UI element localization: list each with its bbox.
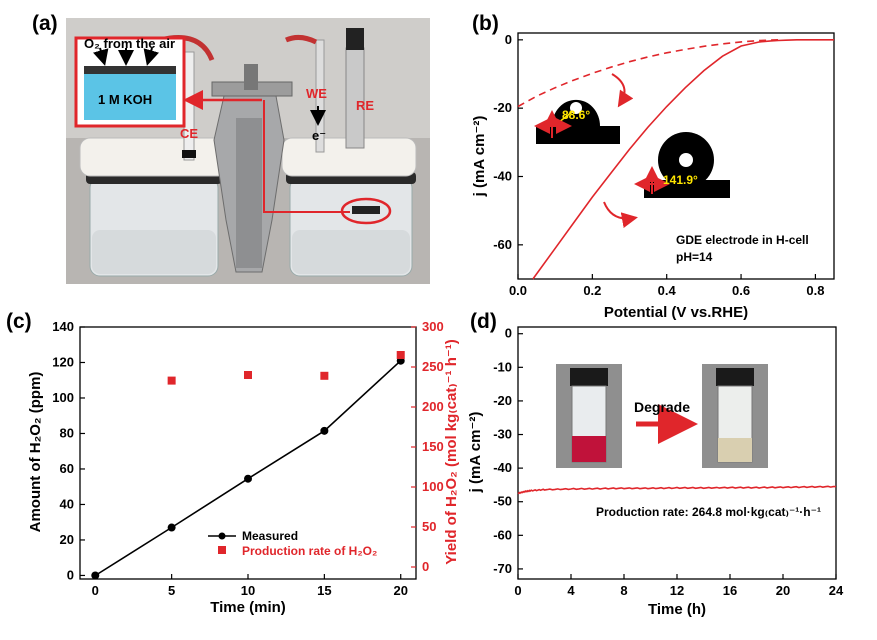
chart-b-series-dashed [517, 39, 779, 108]
vial-inset: Degrade [556, 364, 768, 468]
chart-b-frame [517, 32, 835, 280]
chart-b-series-solid [532, 39, 834, 280]
clamp [211, 64, 293, 273]
y-tick-label: 0 [67, 567, 74, 582]
y-right-tick-label: 50 [422, 519, 436, 534]
data-point-production-rate [167, 376, 176, 385]
annotation-production-rate: Production rate: 264.8 mol·kg₍cat₎⁻¹·h⁻¹ [596, 505, 821, 519]
x-tick-label: 0.0 [509, 283, 527, 298]
label-we: WE [306, 86, 327, 101]
curved-arrow-2 [603, 201, 638, 229]
electrolyte-label: 1 M KOH [98, 92, 152, 107]
annotation-ph: pH=14 [676, 250, 713, 264]
data-point-measured [167, 523, 176, 532]
legend-label-measured: Measured [242, 529, 298, 543]
y-tick-label: 40 [60, 496, 74, 511]
legend-marker-production [218, 546, 226, 554]
chart-d-xlabel: Time (h) [648, 601, 706, 618]
chart-d: 0 4 8 12 16 20 24 0 -10 -20 -30 -40 -50 -60 -70 Degrad… [467, 326, 844, 618]
chart-d-ylabel: j (mA cm⁻²) [467, 412, 484, 494]
panel-label-a: (a) [32, 12, 58, 35]
x-tick-label: 0.4 [658, 283, 677, 298]
y-tick-label: -60 [493, 237, 512, 252]
chart-c-legend: Measured Production rate of H₂O₂ [208, 529, 377, 558]
data-point-measured [91, 571, 100, 580]
y-right-tick-label: 200 [422, 399, 444, 414]
droplet-inset-1: 88.6° [534, 99, 620, 144]
o2-label: O₂ from the air [84, 36, 175, 51]
chart-d-series [517, 485, 836, 495]
x-tick-label: 10 [241, 583, 255, 598]
legend-label-production: Production rate of H₂O₂ [242, 544, 377, 558]
y-tick-label: -40 [493, 169, 512, 184]
y-tick-label: -30 [493, 427, 512, 442]
y-right-tick-label: 0 [422, 559, 429, 574]
curved-arrow-1 [611, 73, 634, 108]
gde-highlight-ellipse [340, 197, 392, 225]
y-tick-label: 20 [60, 532, 74, 547]
y-tick-label: 0 [505, 326, 512, 341]
y-right-tick-label: 250 [422, 359, 444, 374]
x-tick-label: 20 [776, 583, 790, 598]
data-point-measured [244, 474, 252, 483]
x-tick-label: 8 [620, 583, 627, 598]
contact-angle-2: 141.9° [663, 173, 698, 187]
data-point-measured [320, 426, 329, 435]
x-tick-label: 4 [567, 583, 575, 598]
y-tick-label: 0 [505, 32, 512, 47]
chart-c-ylabel-left: Amount of H₂O₂ (ppm) [27, 372, 44, 533]
y-tick-label: 120 [52, 354, 74, 369]
degrade-label: Degrade [634, 399, 690, 415]
y-tick-label: -70 [493, 561, 512, 576]
x-tick-label: 16 [723, 583, 737, 598]
data-point-production-rate [396, 351, 405, 359]
y-right-tick-label: 100 [422, 479, 444, 494]
chart-b-ylabel: j (mA cm⁻²) [471, 116, 488, 198]
label-ce: CE [180, 126, 198, 141]
y-right-tick-label: 150 [422, 439, 444, 454]
chart-c-ylabel-right: Yield of H₂O₂ (mol kg₍cat₎⁻¹ h⁻¹) [443, 339, 460, 565]
x-tick-label: 0 [92, 583, 99, 598]
y-tick-label: -20 [493, 393, 512, 408]
x-tick-label: 24 [829, 583, 844, 598]
x-tick-label: 0 [514, 583, 521, 598]
x-tick-label: 12 [670, 583, 684, 598]
x-tick-label: 20 [393, 583, 407, 598]
chart-b-xlabel: Potential (V vs.RHE) [604, 304, 748, 321]
label-electron: e⁻ [312, 128, 326, 143]
y-tick-label: 60 [60, 461, 74, 476]
left-cell [79, 51, 229, 277]
panel-label-c: (c) [6, 310, 32, 333]
annotation-gde: GDE electrode in H-cell [676, 233, 809, 247]
y-tick-label: 140 [52, 319, 74, 334]
label-re: RE [356, 98, 374, 113]
y-tick-label: -60 [493, 527, 512, 542]
panel-label-d: (d) [470, 310, 497, 333]
contact-angle-1: 88.6° [562, 108, 590, 122]
photo-panel-a: O₂ from the air 1 M KOH WE RE CE e⁻ [66, 18, 430, 284]
y-right-tick-label: 300 [422, 319, 444, 334]
x-tick-label: 0.6 [732, 283, 750, 298]
x-tick-label: 0.8 [806, 283, 824, 298]
y-tick-label: 80 [60, 425, 74, 440]
data-point-production-rate [320, 371, 329, 380]
x-tick-label: 15 [317, 583, 331, 598]
y-tick-label: -40 [493, 460, 512, 475]
chart-b: 0.0 0.2 0.4 0.6 0.8 0 -20 -40 -60 88.6° 141.9° G… [471, 32, 835, 321]
y-tick-label: -10 [493, 359, 512, 374]
legend-marker-measured [218, 532, 226, 540]
y-tick-label: -20 [493, 100, 512, 115]
droplet-inset-2: 141.9° [634, 132, 730, 198]
panel-label-b: (b) [472, 12, 499, 35]
x-tick-label: 5 [168, 583, 175, 598]
y-tick-label: -50 [493, 494, 512, 509]
x-tick-label: 0.2 [583, 283, 601, 298]
data-point-production-rate [244, 371, 252, 379]
y-tick-label: 100 [52, 390, 74, 405]
chart-c-xlabel: Time (min) [210, 599, 286, 616]
